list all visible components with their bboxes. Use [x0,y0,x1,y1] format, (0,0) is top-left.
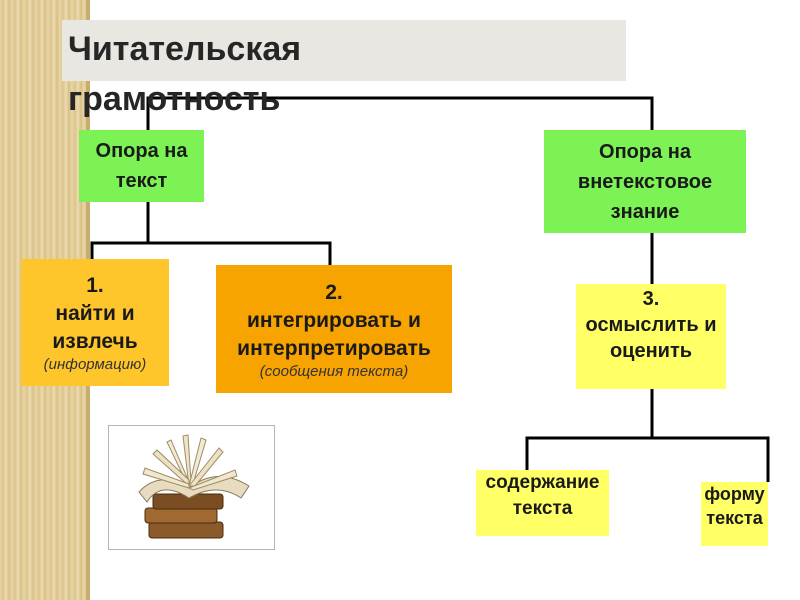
book-illustration [138,434,250,539]
skill-note: (информацию) [43,356,147,373]
connector-left-skills [90,241,332,266]
connector-title-branches [146,96,654,130]
skill-text: найти и извлечь [52,302,138,353]
branch-text-support: Опора на текст [79,130,204,202]
branch-text-support-label: Опора на текст [95,140,188,192]
leaf-text-content: содержание текста [476,470,609,536]
skill-text: осмыслить и оценить [585,314,717,362]
skill-number: 2. [325,280,343,304]
title-bar [62,20,626,81]
skill-reflect-evaluate: 3. осмыслить и оценить [576,284,726,389]
leaf-text-form: форму текста [701,482,768,546]
skill-text: интегрировать и интерпретировать [237,308,431,360]
skill-find-extract: 1. найти и извлечь (информацию) [21,259,169,386]
skill-number: 3. [642,288,660,310]
skill-integrate-interpret: 2. интегрировать и интерпретировать (соо… [216,265,452,393]
connector-leaves [525,436,770,482]
skill-number: 1. [86,274,104,297]
book-image [108,425,275,550]
page-title: Читательская грамотность [68,30,302,118]
branch-external-knowledge-label: Опора на внетекстовое знание [577,140,713,223]
leaf-text-form-label: форму текста [704,484,765,528]
leaf-text-content-label: содержание текста [485,472,600,519]
skill-note: (сообщения текста) [259,362,409,380]
branch-external-knowledge: Опора на внетекстовое знание [544,130,746,233]
